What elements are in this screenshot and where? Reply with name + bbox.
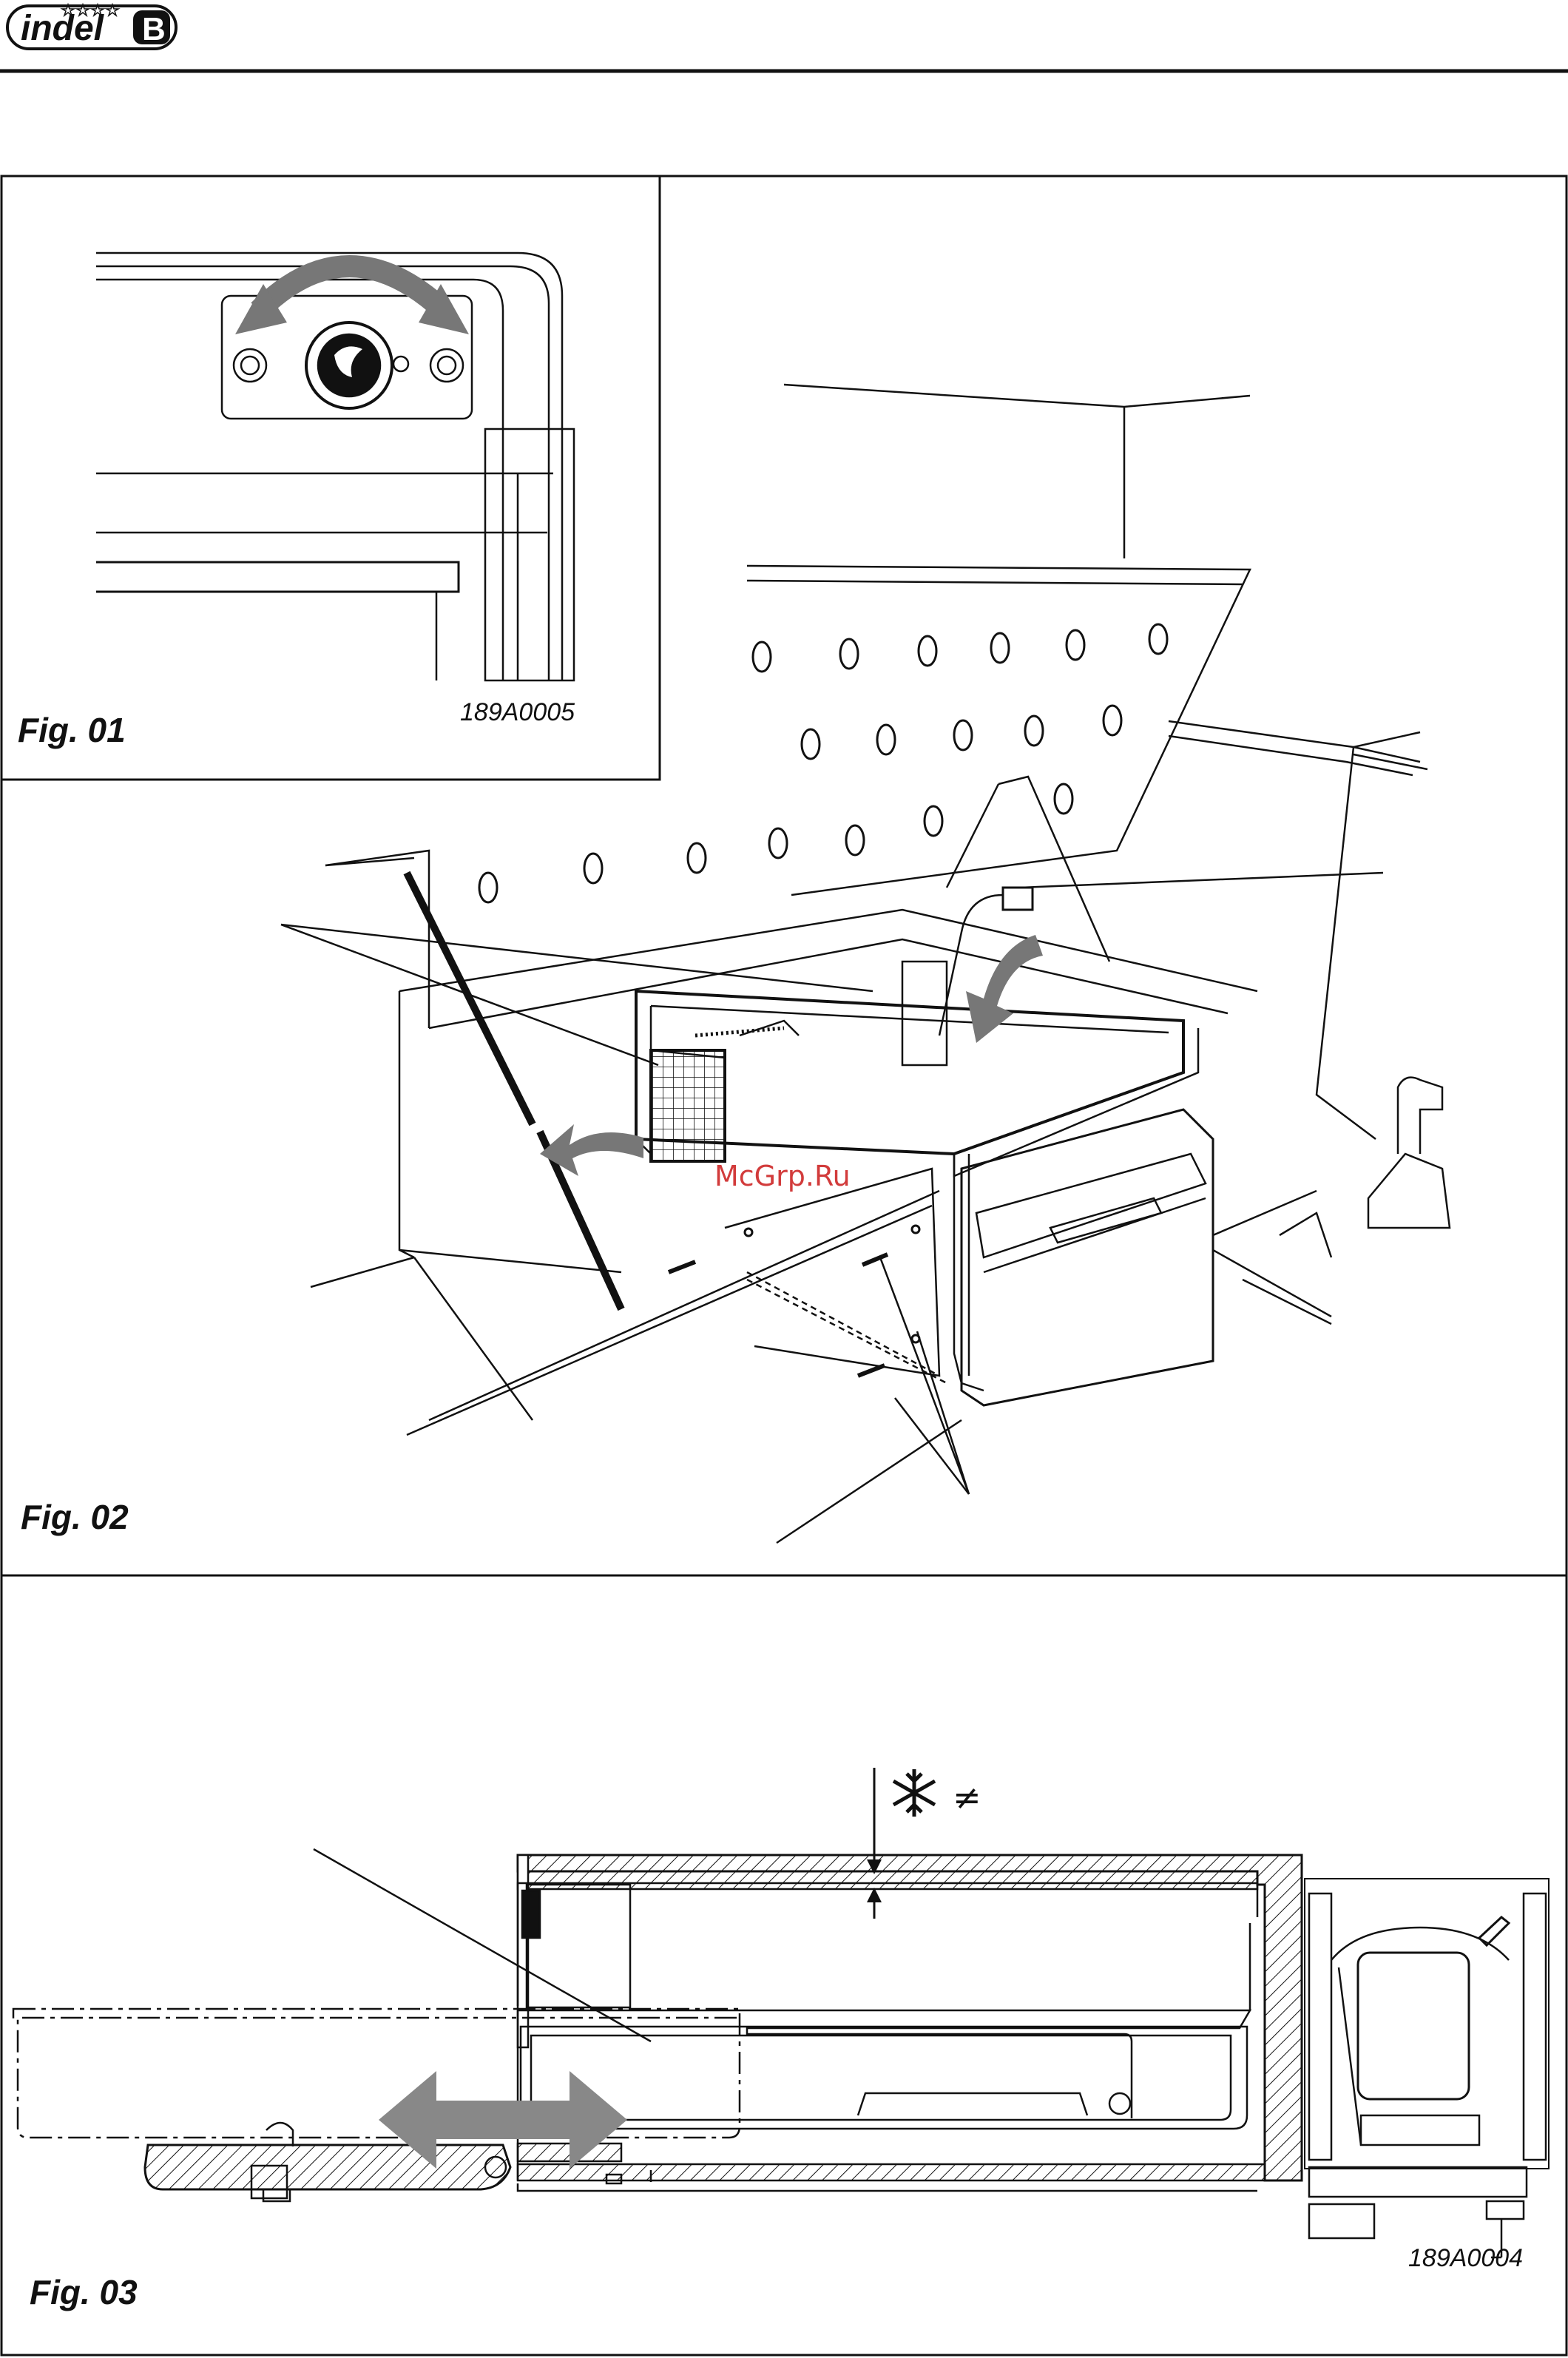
snowflake-icon [893,1769,935,1817]
fig01-code: 189A0005 [460,698,575,727]
indel-b-logo: indel B [7,4,176,49]
page-header: indel B [0,0,1568,81]
fig01-label: Fig. 01 [18,710,126,750]
not-equal-symbol: ≠ [953,1777,981,1817]
logo-badge: B [142,11,166,47]
insert-arrow-icon [966,935,1043,1043]
fig02-label: Fig. 02 [21,1497,129,1537]
logo-text: indel [21,9,105,48]
fig03-code: 189A0004 [1408,2244,1523,2273]
watermark: McGrp.Ru [714,1160,851,1192]
figure-frame: ≠ [0,175,1568,2357]
fig03-drawing [13,1768,1549,2257]
fig03-label: Fig. 03 [30,2272,138,2312]
